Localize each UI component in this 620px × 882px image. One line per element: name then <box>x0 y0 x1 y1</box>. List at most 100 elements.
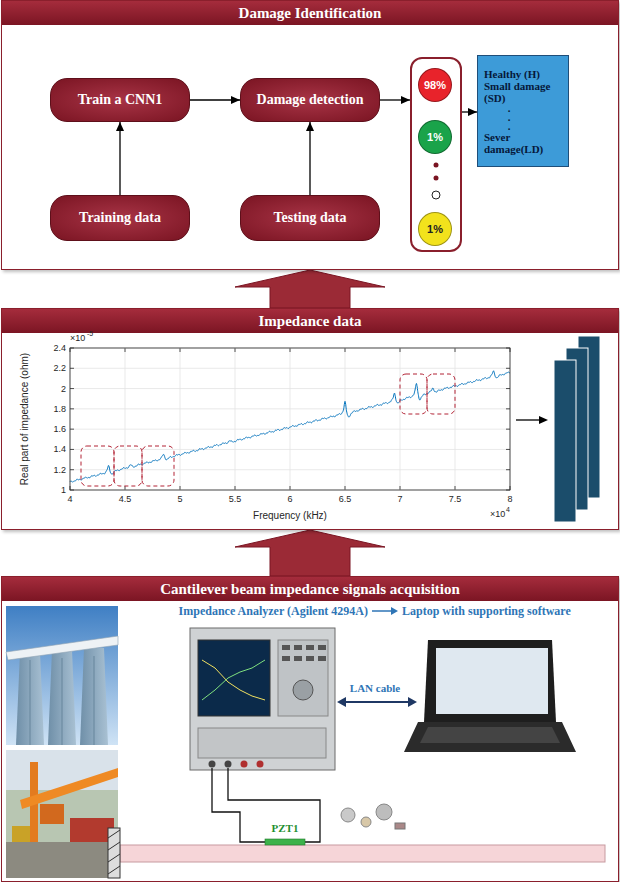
tick-mark <box>235 348 236 352</box>
tick-mark <box>400 348 401 352</box>
box-label: Testing data <box>273 210 346 226</box>
tick-label: 5 <box>177 494 182 504</box>
tick-mark <box>70 408 74 409</box>
panel-title: Cantilever beam impedance signals acquis… <box>160 581 460 598</box>
cantilever-beam-part <box>265 839 305 845</box>
cantilever-beam <box>108 828 605 878</box>
highlight-box-part <box>81 446 114 486</box>
box-label: Train a CNN1 <box>78 92 163 108</box>
probability-dots-part <box>432 191 440 199</box>
crane-photo-part <box>20 768 118 809</box>
tick-mark <box>506 388 510 389</box>
grid-line <box>180 348 181 490</box>
wire-part <box>212 768 265 842</box>
arrow-head <box>468 108 477 116</box>
plot-frame <box>70 348 510 490</box>
tick-mark <box>506 429 510 430</box>
tick-mark <box>125 348 126 352</box>
grid-line <box>70 408 510 409</box>
wire <box>212 768 320 842</box>
process-box: Testing data <box>240 195 380 241</box>
tick-label: 1.2 <box>53 465 66 475</box>
impedance-analyzer-part <box>190 628 335 770</box>
arrow-head <box>116 122 124 131</box>
probability-column: 98% 1% 1% <box>410 57 462 252</box>
crane-photo-part <box>12 826 30 842</box>
building-photo-part <box>6 636 118 660</box>
probability-dots-part <box>434 176 439 181</box>
grid-line <box>400 348 401 490</box>
tick-label: 8 <box>507 494 512 504</box>
block-arrow <box>235 270 385 308</box>
probability-circle: 98% <box>418 68 452 102</box>
highlight-box <box>81 374 455 486</box>
building-photo <box>6 606 118 745</box>
grid-line <box>70 429 510 430</box>
tick-label: 1.8 <box>53 404 66 414</box>
grid-line <box>70 368 510 369</box>
axis-exponent: -5 <box>87 330 93 337</box>
impedance-analyzer-part <box>278 640 328 716</box>
connector-line <box>119 122 120 195</box>
class-name: Sever damage(LD) <box>484 131 562 155</box>
tick-mark <box>180 486 181 490</box>
probability-circle: 1% <box>418 212 452 246</box>
building-photo-part <box>6 606 118 745</box>
tick-mark <box>70 429 74 430</box>
impedance-analyzer-part <box>318 645 326 650</box>
data-arrow-part <box>539 416 548 424</box>
impedance-analyzer-part <box>198 728 326 758</box>
axis-exponent: 4 <box>506 506 510 513</box>
tick-label: 6.5 <box>339 494 352 504</box>
impedance-analyzer-part <box>294 656 302 661</box>
arrow-head <box>306 122 314 131</box>
lan-cable-part <box>337 697 346 707</box>
laptop-part <box>404 722 576 752</box>
probability-value: 1% <box>427 131 443 143</box>
crane-photo-part <box>40 804 64 824</box>
connector-arrow <box>306 122 314 195</box>
pzt-components <box>341 804 405 829</box>
tick-mark <box>506 368 510 369</box>
tick-mark <box>180 348 181 352</box>
tick-mark <box>506 449 510 450</box>
grid-line <box>345 348 346 490</box>
probability-value: 98% <box>424 79 446 91</box>
cantilever-beam-part <box>120 845 605 862</box>
connector-arrow <box>190 96 240 104</box>
panel-title: Impedance data <box>259 313 362 330</box>
section-panel: Damage IdentificationTrain a CNN1Damage … <box>1 0 619 270</box>
cantilever-beam-part <box>108 866 120 874</box>
impedance-analyzer-part <box>202 660 265 700</box>
tick-mark <box>70 469 74 470</box>
building-photo-part <box>94 656 95 745</box>
tick-label: 2.4 <box>53 343 66 353</box>
label-arrow-part <box>391 607 398 615</box>
process-box: Damage detection <box>240 78 380 122</box>
probability-value: 1% <box>427 223 443 235</box>
process-box: Train a CNN1 <box>50 78 190 122</box>
impedance-analyzer-part <box>225 761 232 768</box>
impedance-analyzer-part <box>198 640 270 716</box>
crane-photo-part <box>6 842 118 878</box>
tick-label: 5.5 <box>229 494 242 504</box>
axis-exponent: ×10 <box>490 509 505 519</box>
impedance-analyzer-part <box>294 645 302 650</box>
axis-title: Real part of impedance (ohm) <box>19 353 30 485</box>
tick-mark <box>400 486 401 490</box>
connector-arrow <box>462 108 477 116</box>
building-photo-part <box>30 660 31 745</box>
signal-line <box>70 371 510 482</box>
arrow-head <box>231 96 240 104</box>
impedance-analyzer <box>190 628 335 770</box>
connector-arrow <box>380 96 410 104</box>
tick-label: 7.5 <box>449 494 462 504</box>
impedance-analyzer-part <box>306 656 314 661</box>
tick-mark <box>70 449 74 450</box>
wire-part <box>228 768 320 842</box>
pzt-components-part <box>395 823 405 829</box>
box-label: Training data <box>79 210 161 226</box>
highlight-box-part <box>142 446 174 486</box>
